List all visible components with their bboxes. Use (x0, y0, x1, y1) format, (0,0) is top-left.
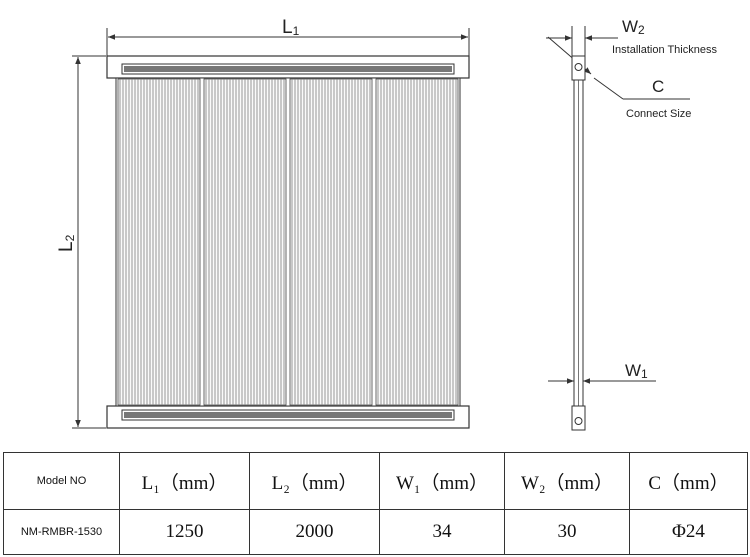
header-l1: L₁（mm） (119, 452, 250, 510)
w1-label: W1 (625, 361, 648, 381)
spec-table: Model NO L₁（mm） L₂（mm） W₁（mm） W₂（mm） C（m… (3, 452, 748, 555)
c-label: C (652, 77, 664, 96)
cell-l2: 2000 (249, 509, 380, 555)
front-view: L1 L2 (56, 17, 470, 429)
w1-dimension: W1 (548, 361, 656, 388)
cell-w1: 34 (379, 509, 505, 555)
top-header-channel (124, 66, 452, 72)
header-w1: W₁（mm） (379, 452, 505, 510)
l2-label: L2 (56, 234, 77, 252)
c-dimension: C Connect Size (547, 36, 691, 120)
cell-model: NM-RMBR-1530 (3, 509, 120, 555)
c-caption: Connect Size (626, 108, 691, 120)
technical-drawing: L1 L2 W2 Installation (56, 17, 717, 431)
side-top-port (574, 63, 583, 71)
w2-label: W2 (622, 17, 645, 37)
table-header-row: Model NO L₁（mm） L₂（mm） W₁（mm） W₂（mm） C（m… (3, 452, 748, 510)
w2-dimension: W2 Installation Thickness (546, 17, 717, 56)
l1-label: L1 (282, 17, 300, 38)
cell-c: Φ24 (629, 509, 748, 555)
header-w2: W₂（mm） (504, 452, 630, 510)
cell-w2: 30 (504, 509, 630, 555)
side-bottom-port (574, 417, 583, 425)
table-row: NM-RMBR-1530 1250 2000 34 30 Φ24 (3, 509, 748, 555)
w2-caption: Installation Thickness (612, 44, 717, 56)
membrane-fibers (117, 78, 459, 406)
side-view: W2 Installation Thickness C Connect Size… (546, 17, 717, 431)
bottom-header-channel (124, 412, 452, 418)
cell-l1: 1250 (119, 509, 250, 555)
header-c: C（mm） (629, 452, 748, 510)
header-l2: L₂（mm） (249, 452, 380, 510)
l1-dimension: L1 (106, 17, 470, 56)
header-model: Model NO (3, 452, 120, 510)
l2-dimension: L2 (56, 55, 106, 429)
